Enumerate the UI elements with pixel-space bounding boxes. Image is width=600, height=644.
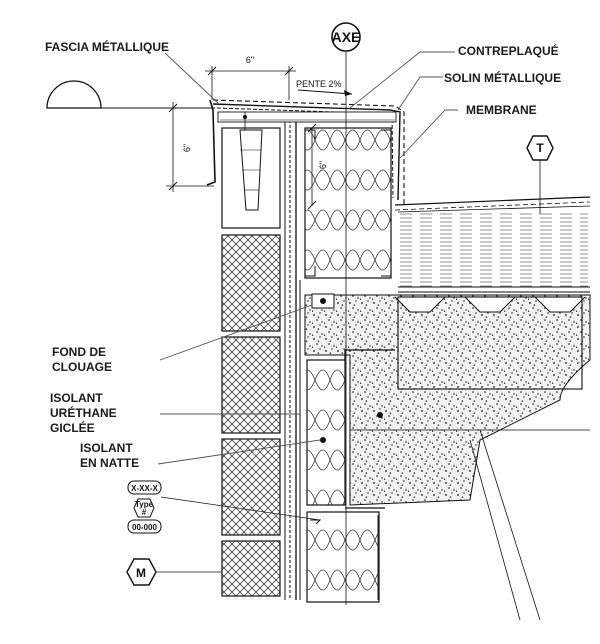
brick-veneer [221, 127, 281, 597]
contreplaque-label: CONTREPLAQUÉ [458, 43, 559, 58]
top-dimension: 6" [205, 55, 296, 100]
isolant-natte-line1: ISOLANT [80, 441, 133, 455]
isolant-urethane-line1: ISOLANT [50, 391, 103, 405]
m-hex-tag-icon: M [126, 558, 222, 586]
solin-label: SOLIN MÉTALLIQUE [444, 70, 561, 85]
section-mark-icon [46, 80, 215, 109]
left-dimension: 6" [166, 102, 214, 192]
axe-tag-text: AXE [332, 29, 361, 45]
metal-coping [206, 99, 405, 205]
fond-label-line1: FOND DE [52, 345, 106, 359]
code-tag-text: 00-000 [132, 523, 157, 532]
slope-indicator: PENTE 2% [296, 79, 353, 96]
parapet-insulation [304, 127, 392, 309]
membrane-label: MEMBRANE [466, 103, 537, 117]
t-hex-tag-icon: T [526, 135, 554, 214]
type-line2-text: # [142, 508, 147, 517]
concrete-slab [304, 294, 591, 621]
leader-lines [157, 51, 458, 465]
top-dimension-text: 6" [246, 55, 254, 65]
section-ref-text: X-XX-X [131, 484, 158, 493]
section-reference: X-XX-X Type # 00-000 [127, 480, 321, 534]
left-dimension-text: 6" [182, 144, 192, 152]
lower-wall-insulation [306, 349, 395, 603]
wall-sheathing [284, 120, 301, 600]
isolant-natte-line2: EN NATTE [80, 456, 139, 470]
fond-label-line2: CLOUAGE [52, 360, 112, 374]
m-tag-text: M [136, 566, 146, 580]
t-tag-text: T [536, 141, 544, 155]
isolant-urethane-line2: URÉTHANE [50, 405, 117, 420]
fascia-label: FASCIA MÉTALLIQUE [45, 39, 169, 54]
type-line1-text: Type [135, 500, 154, 509]
roof-assembly [394, 196, 591, 293]
isolant-urethane-line3: GICLÉE [50, 420, 95, 435]
axe-tag-icon: AXE [331, 22, 361, 52]
slope-text: PENTE 2% [296, 79, 342, 89]
